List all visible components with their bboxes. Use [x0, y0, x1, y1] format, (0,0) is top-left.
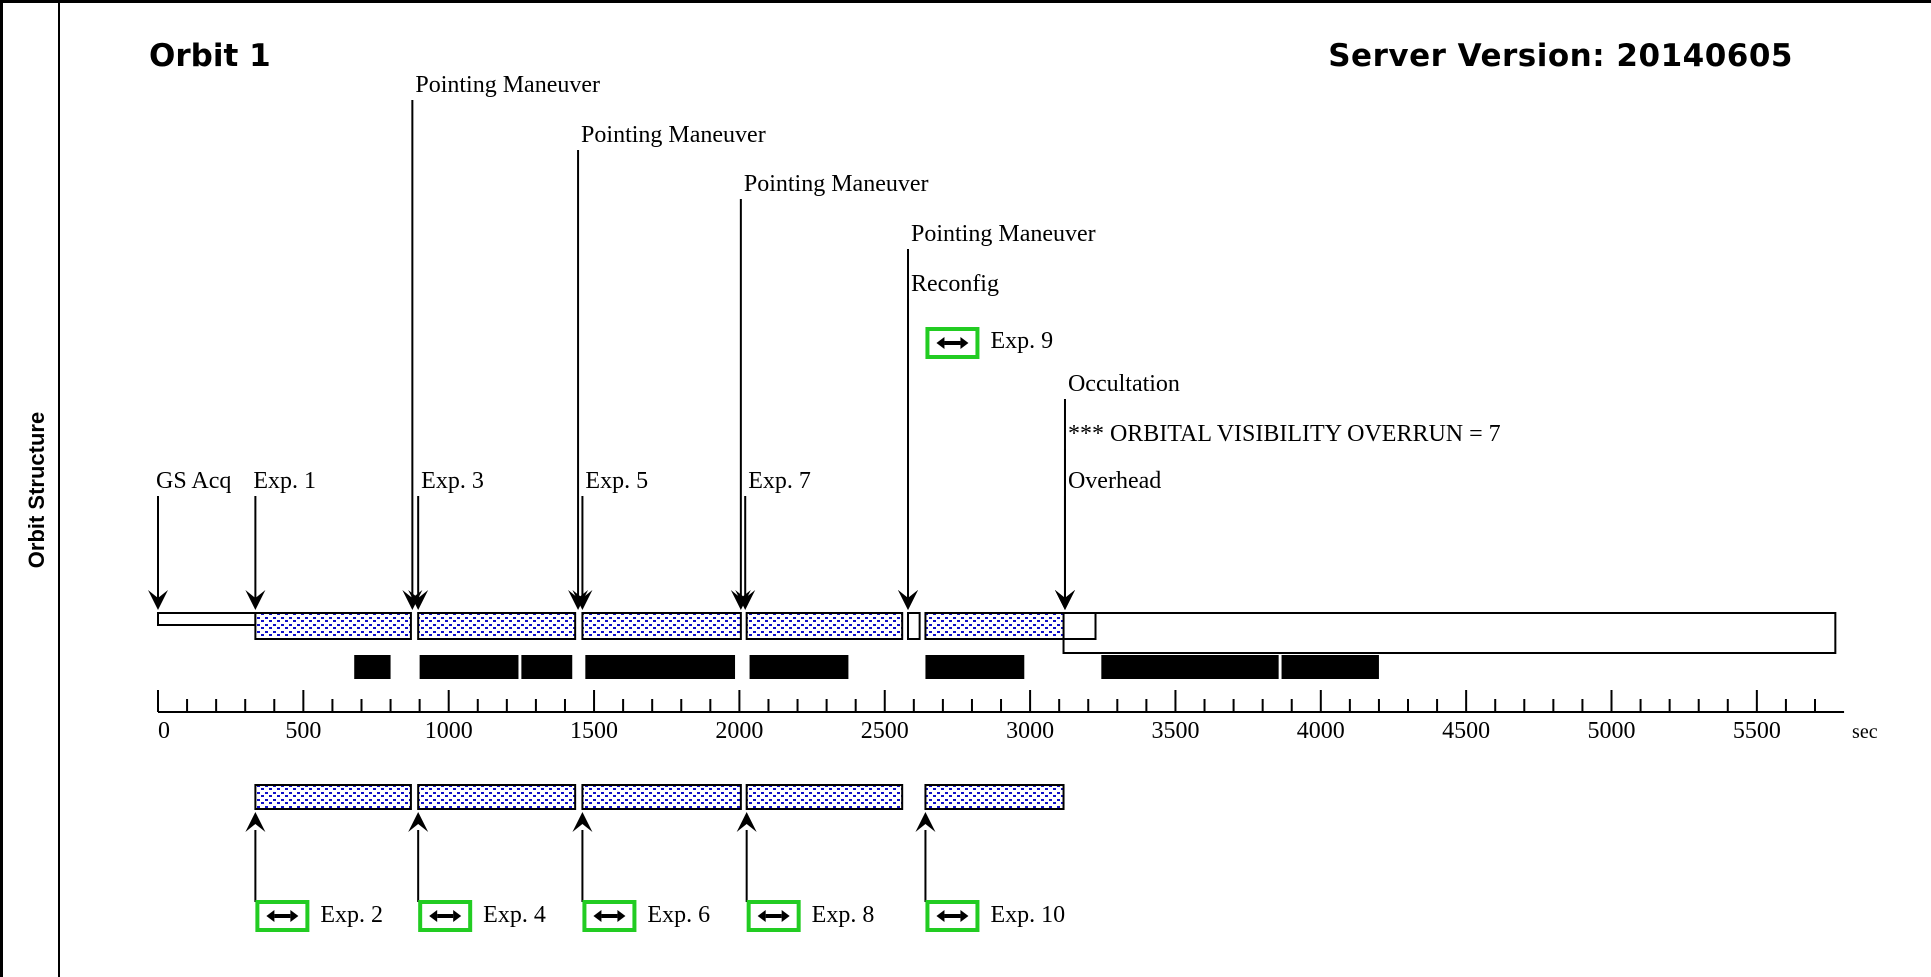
event-label: Reconfig — [911, 271, 999, 297]
double-arrow-shaft — [437, 914, 454, 918]
exposure-label: Exp. 9 — [990, 328, 1053, 354]
axis-tick-label: 1500 — [570, 718, 618, 744]
exposure-bar[interactable] — [417, 784, 577, 810]
double-arrow-shaft — [765, 914, 782, 918]
double-arrow-icon — [936, 337, 969, 349]
event-label: Occultation — [1068, 371, 1180, 397]
event-label: Overhead — [1068, 468, 1161, 494]
exposure-bar[interactable] — [417, 612, 577, 640]
up-arrow-icon — [245, 812, 266, 832]
down-arrow-icon — [245, 590, 266, 610]
down-arrow-icon — [148, 590, 168, 610]
event-label: *** ORBITAL VISIBILITY OVERRUN = 7 — [1068, 421, 1501, 447]
exposure-bar[interactable] — [581, 612, 742, 640]
exposure-label: Exp. 10 — [990, 902, 1065, 928]
exposure-bar[interactable] — [924, 784, 1065, 810]
exposure-bar[interactable] — [745, 612, 904, 640]
exposure-bar[interactable] — [924, 612, 1065, 640]
double-arrow-icon — [936, 910, 969, 922]
overhead-box — [1062, 612, 1097, 640]
reconfig-box — [907, 612, 921, 640]
exposure-label: Exp. 2 — [320, 902, 383, 928]
exposure-toggle-button[interactable] — [925, 900, 980, 932]
axis-tick-label: 1000 — [425, 718, 473, 744]
exposure-bar[interactable] — [254, 612, 412, 640]
event-label: Pointing Maneuver — [581, 122, 766, 148]
event-label: Pointing Maneuver — [415, 72, 600, 98]
down-arrow-icon — [1054, 590, 1075, 610]
event-label: Exp. 3 — [421, 468, 484, 494]
axis-tick-label: 3000 — [1006, 718, 1054, 744]
axis-tick-label: 2000 — [715, 718, 763, 744]
axis-tick-label: 4000 — [1297, 718, 1345, 744]
exposure-bar[interactable] — [581, 784, 742, 810]
data-bar — [521, 655, 573, 679]
double-arrow-icon — [757, 910, 790, 922]
down-arrow-icon — [898, 590, 919, 610]
axis-tick-label: 0 — [158, 718, 170, 744]
exposure-label: Exp. 4 — [483, 902, 546, 928]
exposure-toggle-button[interactable] — [255, 900, 310, 932]
up-arrow-icon — [572, 812, 593, 832]
double-arrow-shaft — [601, 914, 618, 918]
event-label: Pointing Maneuver — [744, 171, 929, 197]
axis-tick-label: 4500 — [1442, 718, 1490, 744]
data-bar — [354, 655, 391, 679]
exposure-label: Exp. 8 — [812, 902, 875, 928]
down-arrow-icon — [408, 590, 429, 610]
event-label: Exp. 1 — [253, 468, 316, 494]
axis-tick-label: 2500 — [861, 718, 909, 744]
double-arrow-shaft — [274, 914, 291, 918]
up-arrow-icon — [736, 812, 757, 832]
axis-unit-label: sec — [1852, 721, 1878, 743]
side-divider — [58, 0, 60, 977]
event-label: Pointing Maneuver — [911, 221, 1096, 247]
exposure-toggle-button[interactable] — [925, 327, 980, 359]
axis-tick-label: 5500 — [1733, 718, 1781, 744]
exposure-toggle-button[interactable] — [746, 900, 801, 932]
double-arrow-shaft — [944, 341, 961, 345]
data-bar — [749, 655, 849, 679]
axis-tick-label: 500 — [285, 718, 321, 744]
axis-tick-label: 3500 — [1151, 718, 1199, 744]
orbit-title: Orbit 1 — [149, 38, 271, 74]
exposure-bar[interactable] — [745, 784, 904, 810]
double-arrow-icon — [266, 910, 299, 922]
down-arrow-icon — [572, 590, 593, 610]
data-bar — [1101, 655, 1279, 679]
double-arrow-icon — [429, 910, 462, 922]
data-bar — [1281, 655, 1379, 679]
event-label: Exp. 5 — [585, 468, 648, 494]
widget-border — [582, 900, 637, 932]
double-arrow-shaft — [944, 914, 961, 918]
visibility-overrun-box — [1062, 612, 1837, 654]
down-arrow-icon — [735, 590, 756, 610]
double-arrow-icon — [593, 910, 626, 922]
up-arrow-icon — [408, 812, 429, 832]
data-bar — [925, 655, 1025, 679]
data-bar — [419, 655, 519, 679]
exposure-toggle-button[interactable] — [418, 900, 473, 932]
event-label: GS Acq — [156, 468, 231, 494]
exposure-bar[interactable] — [254, 784, 412, 810]
axis-tick-label: 5000 — [1588, 718, 1636, 744]
gs-acq-box — [157, 612, 257, 626]
server-version: Server Version: 20140605 — [1328, 38, 1793, 74]
exposure-toggle-button[interactable] — [582, 900, 637, 932]
up-arrow-icon — [915, 812, 936, 832]
exposure-label: Exp. 6 — [647, 902, 710, 928]
data-bar — [585, 655, 736, 679]
event-label: Exp. 7 — [748, 468, 811, 494]
